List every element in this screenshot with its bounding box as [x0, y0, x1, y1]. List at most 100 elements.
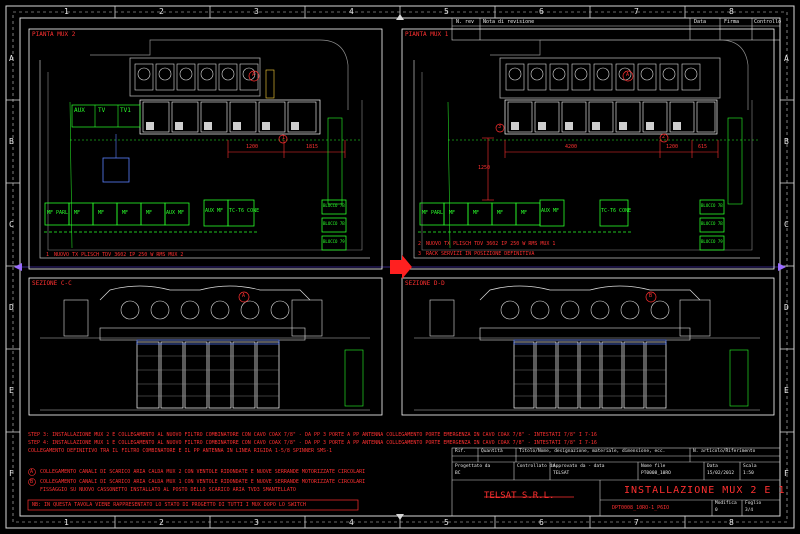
section-dd-geometry [414, 285, 760, 411]
callout-3-right-label: 3 [498, 124, 502, 130]
tb-h-desc: Titolo/Nome, designazione, materiale, di… [519, 449, 666, 454]
note-b-text: COLLEGAMENTO CANALI DI SCARICO ARIA CALD… [40, 479, 366, 485]
section-cc-geometry [40, 285, 370, 411]
view-title-section-dd: SEZIONE D-D [405, 280, 445, 287]
drawing-code: DPT0008_10RO-1_P6IO [612, 505, 670, 511]
blocco-left-2: BLOCCO 7B [323, 221, 345, 226]
tb-l-mod: Modifica [715, 501, 737, 506]
unit-mf-parl-left: MF PARL [47, 210, 69, 216]
plan-right-note-num-1: 2 [418, 241, 422, 247]
col-label-7: 7 [634, 7, 639, 16]
callout-b-section [645, 291, 657, 303]
plan-right-note-2: RACK SERVIZI IN POSIZIONE DEFINITIVA [426, 251, 535, 257]
grid-ticks [6, 6, 794, 528]
rev-header-rev: N. rev [456, 19, 475, 25]
step-3-text: STEP 3: INSTALLAZIONE MUX 2 E COLLEGAMEN… [28, 432, 597, 438]
unit-mf-right-3: MF [497, 210, 504, 216]
dim-left-2: 1815 [306, 144, 319, 150]
unit-mf-right-4: MF [521, 210, 528, 216]
rev-header-note: Nota di revisione [483, 19, 535, 25]
col-label-bottom-4: 4 [349, 518, 354, 527]
unit-mf-right-2: MF [473, 210, 480, 216]
unit-tv-left: TV [98, 107, 106, 114]
unit-mf-parl-right: MF PARL [422, 210, 444, 216]
callout-3-right [495, 123, 505, 133]
col-label-bottom-5: 5 [444, 518, 449, 527]
col-label-1: 1 [64, 7, 69, 16]
row-label-c: C [9, 220, 14, 229]
unit-mf-right-1: MF [449, 210, 456, 216]
blocco-right-2: BLOCCO 7B [701, 221, 723, 226]
row-label-right-a: A [784, 54, 789, 63]
callout-1-left-label: 1 [282, 135, 286, 141]
callout-a-left [248, 70, 260, 82]
callout-a-right [622, 70, 634, 82]
note-a-mark: A [30, 469, 34, 475]
callout-a-section-label: A [242, 293, 246, 299]
callout-2-right-label: 2 [662, 134, 666, 140]
row-label-a: A [9, 54, 14, 63]
dim-right-1: 1250 [478, 165, 491, 171]
note-c-text: FISSAGGIO SU NUOVO CASSONETTO INSTALLATO… [40, 487, 296, 493]
plan-left-note: NUOVO TX PLISCH TDV 3602 IP 250 W RMS MU… [54, 252, 184, 258]
view-title-section-cc: SEZIONE C-C [32, 280, 72, 287]
view-title-plan-mux2: PIANTA MUX 2 [32, 31, 76, 38]
callout-a-right-label: A [626, 72, 630, 78]
plan-right-note-1: NUOVO TX PLISCH TDV 3602 IP 250 W RMS MU… [426, 241, 556, 247]
tb-v-mod: 0 [715, 508, 718, 513]
row-label-right-f: F [784, 469, 789, 478]
blocco-left-3: BLOCCO 79 [323, 239, 345, 244]
tb-h-ref: Rif. [455, 449, 466, 454]
unit-aux-mf-left-2: AUX MF [205, 208, 224, 214]
col-label-bottom-3: 3 [254, 518, 259, 527]
callout-2-right [659, 133, 669, 143]
col-label-5: 5 [444, 7, 449, 16]
plan-left-geometry [39, 39, 370, 259]
title-block-grid [451, 447, 781, 517]
col-label-4: 4 [349, 7, 354, 16]
step-4-text: STEP 4: INSTALLAZIONE MUX 1 E COLLEGAMEN… [28, 440, 597, 446]
unit-mf-left-2: MF [98, 210, 105, 216]
tb-v-designed: BC [455, 471, 461, 476]
tb-l-scale: Scala [743, 464, 757, 469]
dim-right-3: 1200 [666, 144, 679, 150]
dim-left-1: 1200 [246, 144, 259, 150]
unit-tc-cone-left: TC-T6 CONE [229, 208, 260, 214]
row-label-e: E [9, 386, 14, 395]
center-mark-left [14, 263, 22, 271]
tb-v-file: PT0008_10RO [641, 471, 671, 476]
callout-a-left-label: A [252, 72, 256, 78]
row-label-right-b: B [784, 137, 789, 146]
col-label-bottom-7: 7 [634, 518, 639, 527]
dim-right-4: 615 [698, 144, 708, 150]
row-label-right-d: D [784, 303, 789, 312]
callout-1-left [278, 134, 288, 144]
col-label-bottom-2: 2 [159, 518, 164, 527]
col-label-bottom-6: 6 [539, 518, 544, 527]
unit-tv1-left: TV1 [120, 107, 131, 114]
callout-a-section [238, 291, 250, 303]
unit-mf-left-4: MF [146, 210, 153, 216]
tb-v-sheet: 3/4 [745, 508, 754, 513]
tb-l-approved: Approvato da - data [553, 464, 605, 469]
arrow-right-icon [390, 255, 412, 279]
view-frames [28, 28, 775, 416]
plan-left-note-num: 1 [46, 252, 50, 258]
tb-h-qty: Quantità [481, 449, 503, 454]
rev-header-date: Data [694, 19, 707, 25]
row-label-right-c: C [784, 220, 789, 229]
unit-mf-left-3: MF [122, 210, 129, 216]
col-label-8: 8 [729, 7, 734, 16]
tb-l-file: Nome file [641, 464, 666, 469]
tb-v-scale: 1:50 [743, 471, 754, 476]
dim-right-2: 4200 [565, 144, 578, 150]
col-label-2: 2 [159, 7, 164, 16]
warning-box [27, 499, 359, 511]
company-name: TELSAT S.R.L. [484, 491, 555, 501]
row-label-b: B [9, 137, 14, 146]
tb-l-date: Data [707, 464, 718, 469]
tb-h-art: N. articolo/Riferimento [693, 449, 756, 454]
center-mark-right [778, 263, 786, 271]
rev-header-check: Controllo [754, 19, 782, 25]
